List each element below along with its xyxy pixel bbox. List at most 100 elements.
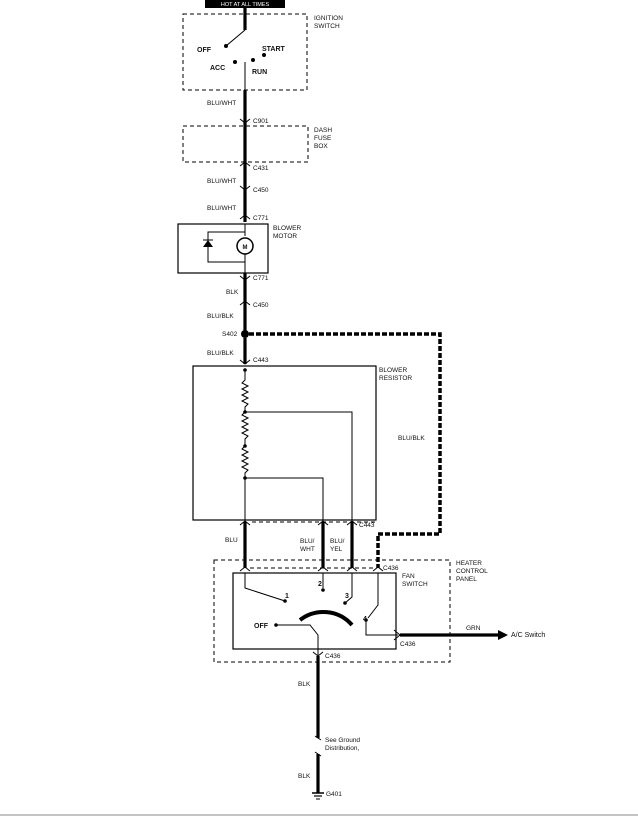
connector-c443-lower: C443 bbox=[359, 522, 375, 529]
ignition-switch-title-1: IGNITION bbox=[314, 15, 343, 22]
wire-label-blu-yel-1: BLU/ bbox=[330, 538, 345, 545]
ignition-off-terminal bbox=[224, 44, 228, 48]
wire-break-mark bbox=[314, 735, 322, 741]
splice-s402 bbox=[241, 330, 249, 338]
motor-symbol-label: M bbox=[243, 245, 248, 251]
heater-control-panel-box bbox=[213, 559, 451, 663]
connector-mark bbox=[317, 566, 329, 572]
wire-label-blu-blk-1: BLU/BLK bbox=[207, 313, 234, 320]
resistor-node bbox=[243, 444, 247, 448]
dash-fuse-box-title-1: DASH bbox=[314, 127, 332, 134]
resistor-element bbox=[240, 370, 250, 522]
diode-icon bbox=[203, 240, 213, 247]
wire-label-blu: BLU bbox=[225, 537, 238, 544]
connector-mark bbox=[317, 520, 329, 526]
wire-label-blu-wht-2: BLU/WHT bbox=[207, 178, 236, 185]
blower-resistor-title-2: RESISTOR bbox=[379, 375, 412, 382]
connector-c436-upper: C436 bbox=[383, 565, 399, 572]
wire-label-blu-blk-loop: BLU/BLK bbox=[398, 435, 425, 442]
connector-mark bbox=[239, 118, 251, 124]
fan-switch-pos3-terminal bbox=[343, 601, 347, 605]
banner-text: HOT AT ALL TIMES bbox=[221, 2, 270, 8]
ignition-off-label: OFF bbox=[197, 47, 212, 54]
heater-control-panel-title-2: CONTROL bbox=[456, 568, 488, 575]
connector-mark bbox=[239, 300, 251, 306]
fan-switch-pos4-label: 4 bbox=[363, 616, 367, 623]
ignition-acc-label: ACC bbox=[210, 65, 225, 72]
wire-label-blu-wht-fan-1: BLU/ bbox=[300, 538, 315, 545]
resistor-node bbox=[243, 368, 247, 372]
connector-mark bbox=[239, 275, 251, 281]
wire-label-blk-3: BLK bbox=[298, 773, 311, 780]
connector-c443-upper: C443 bbox=[253, 357, 269, 364]
fan-switch-box bbox=[232, 572, 397, 650]
dash-fuse-box bbox=[182, 125, 309, 163]
ignition-acc-terminal bbox=[233, 60, 237, 64]
ignition-switch-contact bbox=[225, 29, 246, 47]
fan-switch-title-1: FAN bbox=[402, 573, 415, 580]
ground-note-line-1: See Ground bbox=[325, 737, 360, 744]
fan-switch-pos3-label: 3 bbox=[345, 593, 349, 600]
connector-c771-lower: C771 bbox=[253, 275, 269, 282]
blu-blk-loop-wire bbox=[249, 332, 442, 568]
connector-c901: C901 bbox=[253, 118, 269, 125]
fan-switch-pos2-label: 2 bbox=[318, 581, 322, 588]
fan-switch-title-2: SWITCH bbox=[402, 581, 428, 588]
ignition-run-terminal bbox=[251, 58, 255, 62]
dash-fuse-box-title-2: FUSE bbox=[314, 135, 332, 142]
connector-c436-lower: C436 bbox=[325, 653, 341, 660]
connector-mark bbox=[346, 566, 358, 572]
blower-motor-title-1: BLOWER bbox=[273, 225, 301, 232]
connector-c450-upper: C450 bbox=[253, 187, 269, 194]
wire-label-blu-wht-1: BLU/WHT bbox=[207, 100, 236, 107]
ignition-start-terminal bbox=[262, 53, 266, 57]
hot-at-all-times-banner bbox=[205, 0, 285, 8]
wire-label-blk-2: BLK bbox=[298, 681, 311, 688]
ground-g401-label: G401 bbox=[326, 791, 342, 798]
blower-motor-title-2: MOTOR bbox=[273, 233, 297, 240]
wire-label-grn: GRN bbox=[466, 625, 481, 632]
dash-fuse-box-title-3: BOX bbox=[314, 143, 328, 150]
connector-mark bbox=[239, 520, 251, 526]
wire-break-mark bbox=[314, 751, 322, 757]
resistor-tap-high bbox=[245, 411, 353, 522]
blower-motor-box bbox=[177, 223, 269, 274]
connector-c436-right: C436 bbox=[400, 641, 416, 648]
connector-mark bbox=[239, 359, 251, 365]
connector-c450-lower: C450 bbox=[253, 302, 269, 309]
wire-label-blk-1: BLK bbox=[226, 289, 239, 296]
ignition-run-label: RUN bbox=[252, 69, 267, 76]
connector-mark bbox=[372, 566, 384, 572]
fan-switch-wiper-arc bbox=[298, 609, 354, 627]
ac-switch-lead bbox=[365, 620, 398, 636]
ignition-start-label: START bbox=[262, 46, 286, 53]
connector-mark bbox=[239, 214, 251, 220]
splice-s402-label: S402 bbox=[222, 331, 238, 338]
ac-switch-arrow-icon bbox=[498, 630, 508, 640]
fan-switch-common-lead bbox=[276, 624, 319, 655]
wire-label-blu-yel-2: YEL bbox=[330, 546, 343, 553]
ground-note-line-2: Distribution, bbox=[325, 745, 360, 752]
fan-switch-contact-1 bbox=[244, 573, 286, 602]
fan-switch-pos1-terminal bbox=[283, 599, 287, 603]
ac-switch-label: A/C Switch bbox=[511, 632, 545, 639]
connector-mark bbox=[239, 185, 251, 191]
connector-mark bbox=[346, 520, 358, 526]
connector-c431: C431 bbox=[253, 165, 269, 172]
fan-switch-contact-4 bbox=[367, 573, 379, 619]
wire-break bbox=[315, 738, 321, 754]
fan-switch-contact-3 bbox=[344, 573, 353, 604]
wire-label-blu-wht-fan-2: WHT bbox=[300, 546, 315, 553]
ignition-switch-title-2: SWITCH bbox=[314, 23, 340, 30]
fan-switch-pos2-terminal bbox=[321, 588, 325, 592]
blower-resistor-title-1: BLOWER bbox=[379, 367, 407, 374]
blower-resistor-box bbox=[192, 365, 377, 521]
fan-switch-pos1-label: 1 bbox=[285, 593, 289, 600]
wire-label-blu-blk-2: BLU/BLK bbox=[207, 350, 234, 357]
wire-label-blu-wht-3: BLU/WHT bbox=[207, 205, 236, 212]
heater-control-panel-title-1: HEATER bbox=[456, 560, 482, 567]
connector-c771-upper: C771 bbox=[253, 215, 269, 222]
resistor-tap-low bbox=[245, 477, 324, 522]
heater-control-panel-title-3: PANEL bbox=[456, 576, 477, 583]
